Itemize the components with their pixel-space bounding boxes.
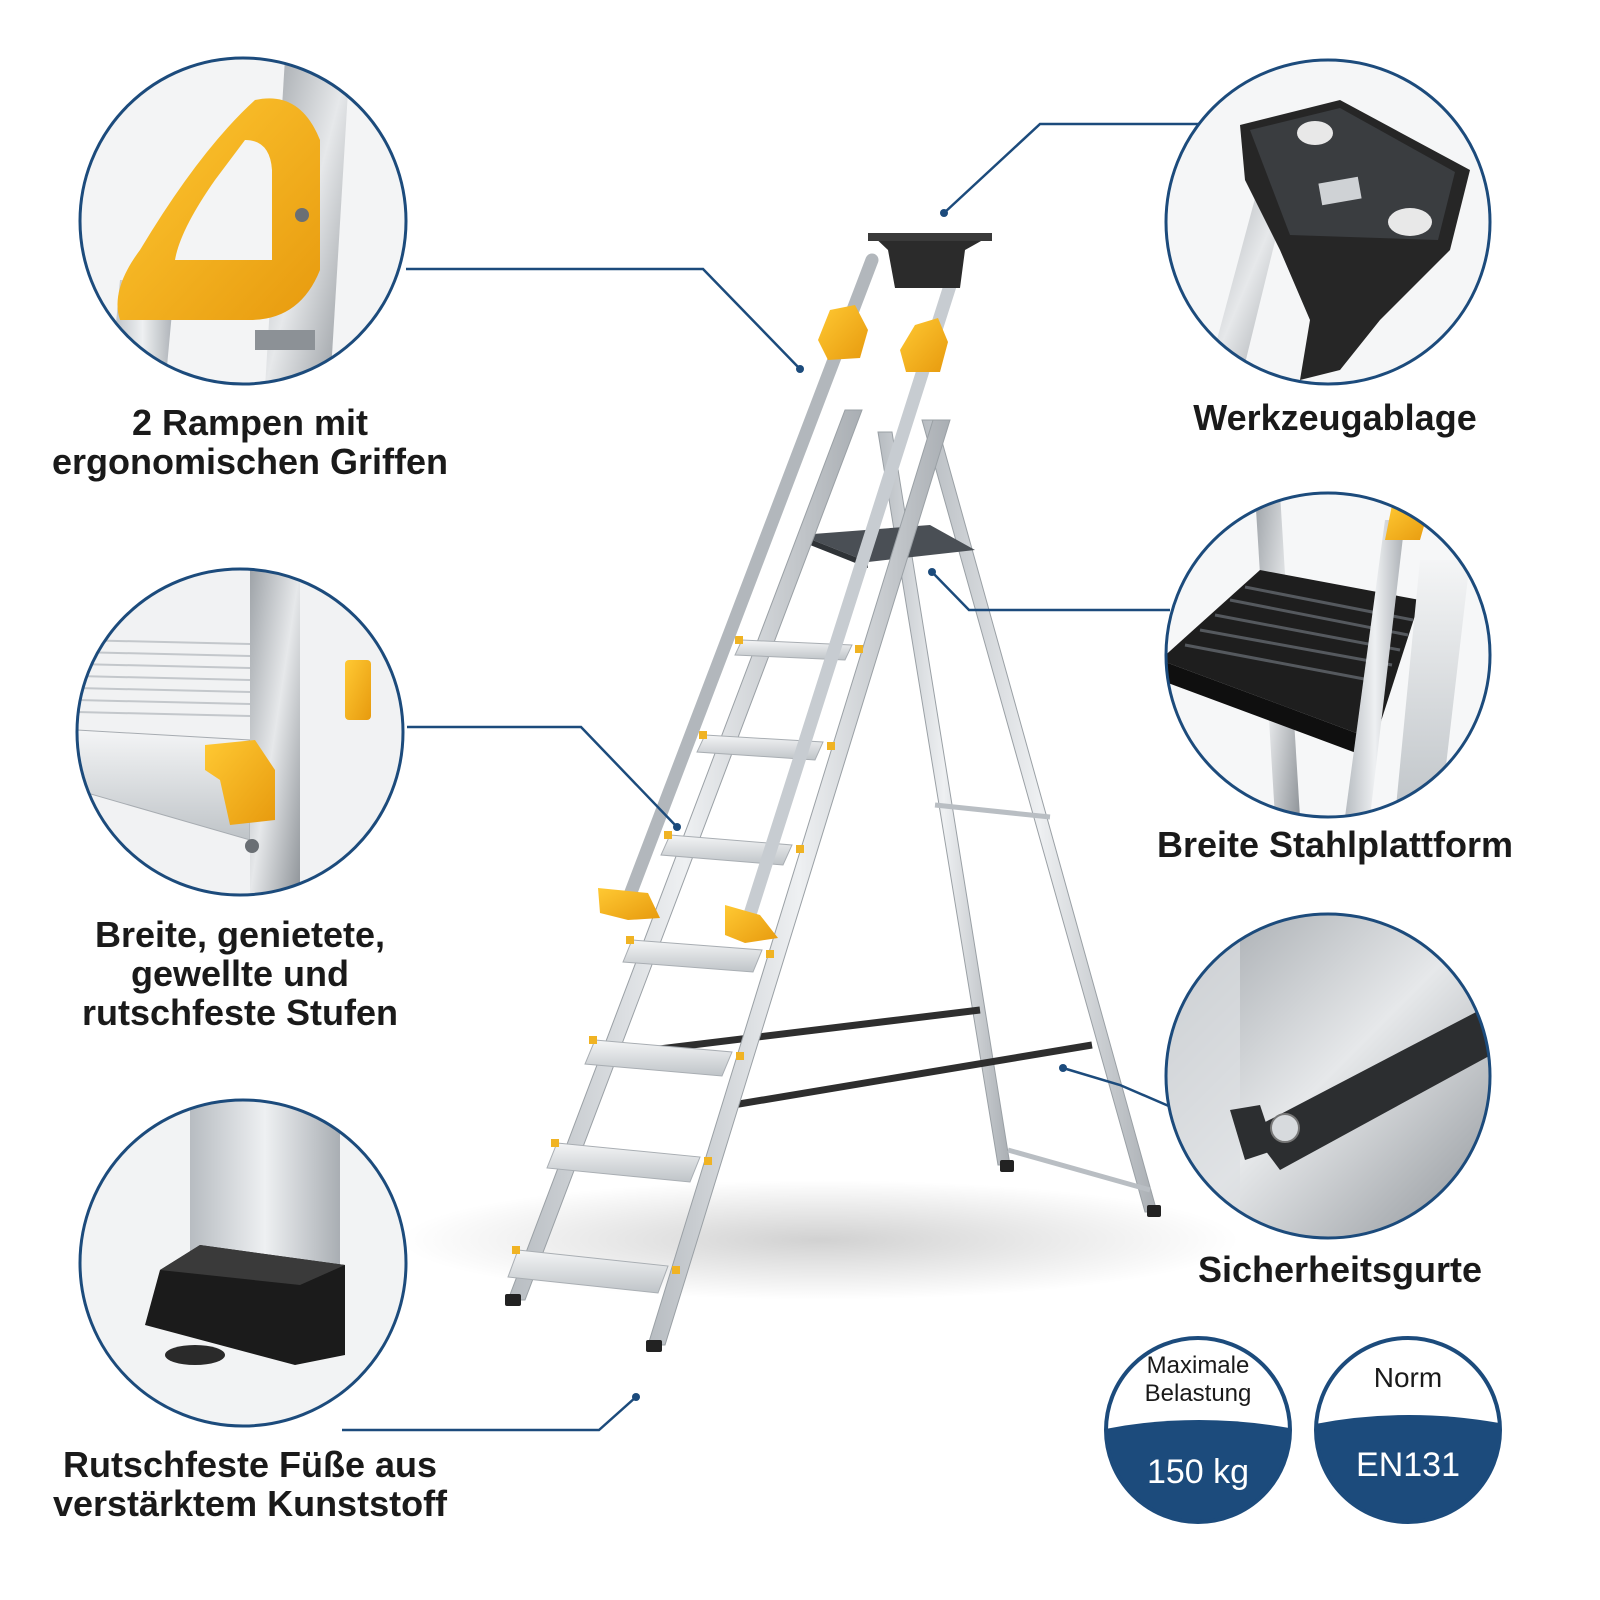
detail-circle-grip (78, 56, 408, 386)
caption-feet: Rutschfeste Füße aus verstärktem Kunstst… (20, 1445, 480, 1523)
badge-load-label-line-1: Maximale (1146, 1352, 1250, 1379)
detail-circle-platform (1164, 491, 1492, 819)
caption-steps: Breite, genietete, gewellte und rutschfe… (40, 915, 440, 1032)
caption-steps-line-3: rutschfeste Stufen (81, 992, 399, 1033)
ladder-steps (507, 639, 853, 1294)
caption-grips-line-1: 2 Rampen mit (131, 402, 369, 443)
ladder-grips (598, 305, 948, 943)
detail-circle-straps (1164, 912, 1492, 1240)
callout-lines (342, 122, 1215, 1432)
badge-load-label: Maximale Belastung (1118, 1352, 1278, 1408)
badge-load-value: 150 kg (1146, 1453, 1250, 1491)
ladder-illustration (400, 233, 1240, 1352)
caption-straps: Sicherheitsgurte (1197, 1249, 1483, 1290)
caption-tool-tray: Werkzeugablage (1193, 397, 1477, 438)
callout-dots (632, 209, 1067, 1401)
caption-feet-line-1: Rutschfeste Füße aus (62, 1444, 438, 1485)
badge-norm-label: Norm (1373, 1362, 1443, 1393)
detail-circle-steps (75, 567, 405, 897)
detail-circle-foot (78, 1098, 408, 1428)
detail-circle-tool-tray (1164, 58, 1492, 386)
badge-load-label-line-2: Belastung (1144, 1380, 1252, 1407)
caption-grips: 2 Rampen mit ergonomischen Griffen (30, 403, 470, 481)
caption-grips-line-2: ergonomischen Griffen (51, 441, 449, 482)
caption-feet-line-2: verstärktem Kunststoff (52, 1483, 448, 1524)
caption-steps-line-1: Breite, genietete, (94, 914, 386, 955)
caption-steps-line-2: gewellte und (130, 953, 350, 994)
caption-platform: Breite Stahlplattform (1156, 824, 1514, 865)
badge-norm-value: EN131 (1356, 1446, 1460, 1484)
